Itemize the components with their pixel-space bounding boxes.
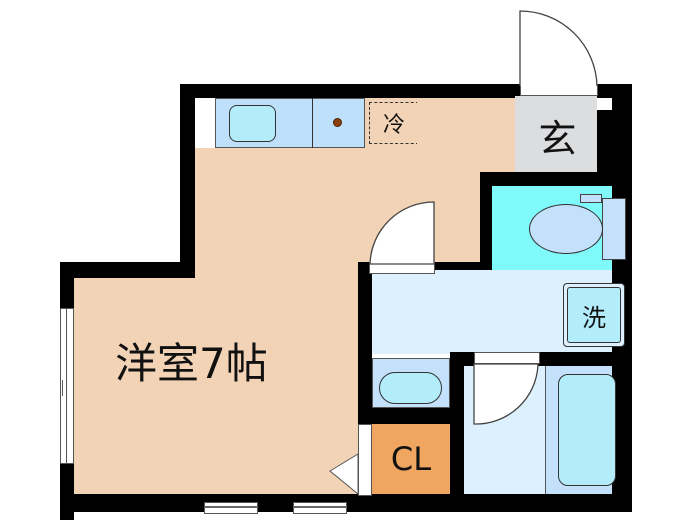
western-room-floor-lower — [74, 278, 358, 494]
washroom-door-swing-icon — [369, 201, 435, 265]
wash-basin-bowl — [379, 372, 442, 404]
window-bottom-2-line — [293, 506, 347, 508]
toilet-tank — [602, 198, 626, 260]
washing-machine-label: 洗 — [567, 287, 621, 343]
western-room-floor-mid — [195, 260, 358, 290]
bathtub-icon — [558, 374, 616, 486]
wall-top — [180, 84, 632, 98]
entrance-right-block — [597, 110, 632, 180]
window-bottom-2 — [293, 502, 347, 514]
wall-upper-left — [180, 84, 195, 280]
closet-floor — [372, 424, 450, 494]
window-bottom-1 — [204, 502, 258, 514]
wall-basin-right — [450, 352, 464, 512]
counter-divider — [312, 98, 313, 148]
entrance-floor — [515, 96, 597, 172]
entrance-door-swing-icon — [519, 10, 598, 87]
fridge-space — [365, 98, 417, 148]
toilet-bowl-icon — [529, 204, 603, 254]
wall-toilet-left — [480, 172, 492, 278]
window-bottom-1-line — [204, 506, 258, 508]
wall-closet-top — [358, 408, 458, 424]
window-left-mid-mark — [62, 380, 63, 396]
closet-door — [358, 424, 372, 496]
window-left-pane-line — [66, 308, 67, 464]
western-room-label: 洋室7帖 — [115, 338, 268, 388]
wall-left-step — [60, 262, 195, 280]
closet-label: CL — [390, 440, 432, 478]
bath-door-swing-icon — [473, 363, 539, 425]
window-left — [60, 308, 74, 464]
entrance-label: 玄 — [538, 116, 577, 161]
floor-fill-right-top — [417, 98, 515, 178]
closet-door-swing-icon — [329, 453, 359, 496]
wall-toilet-top — [480, 172, 632, 186]
toilet-lid — [580, 194, 602, 203]
kitchen-sink — [229, 105, 276, 142]
fridge-label: 冷 — [369, 102, 419, 144]
stove-icon — [333, 118, 342, 127]
